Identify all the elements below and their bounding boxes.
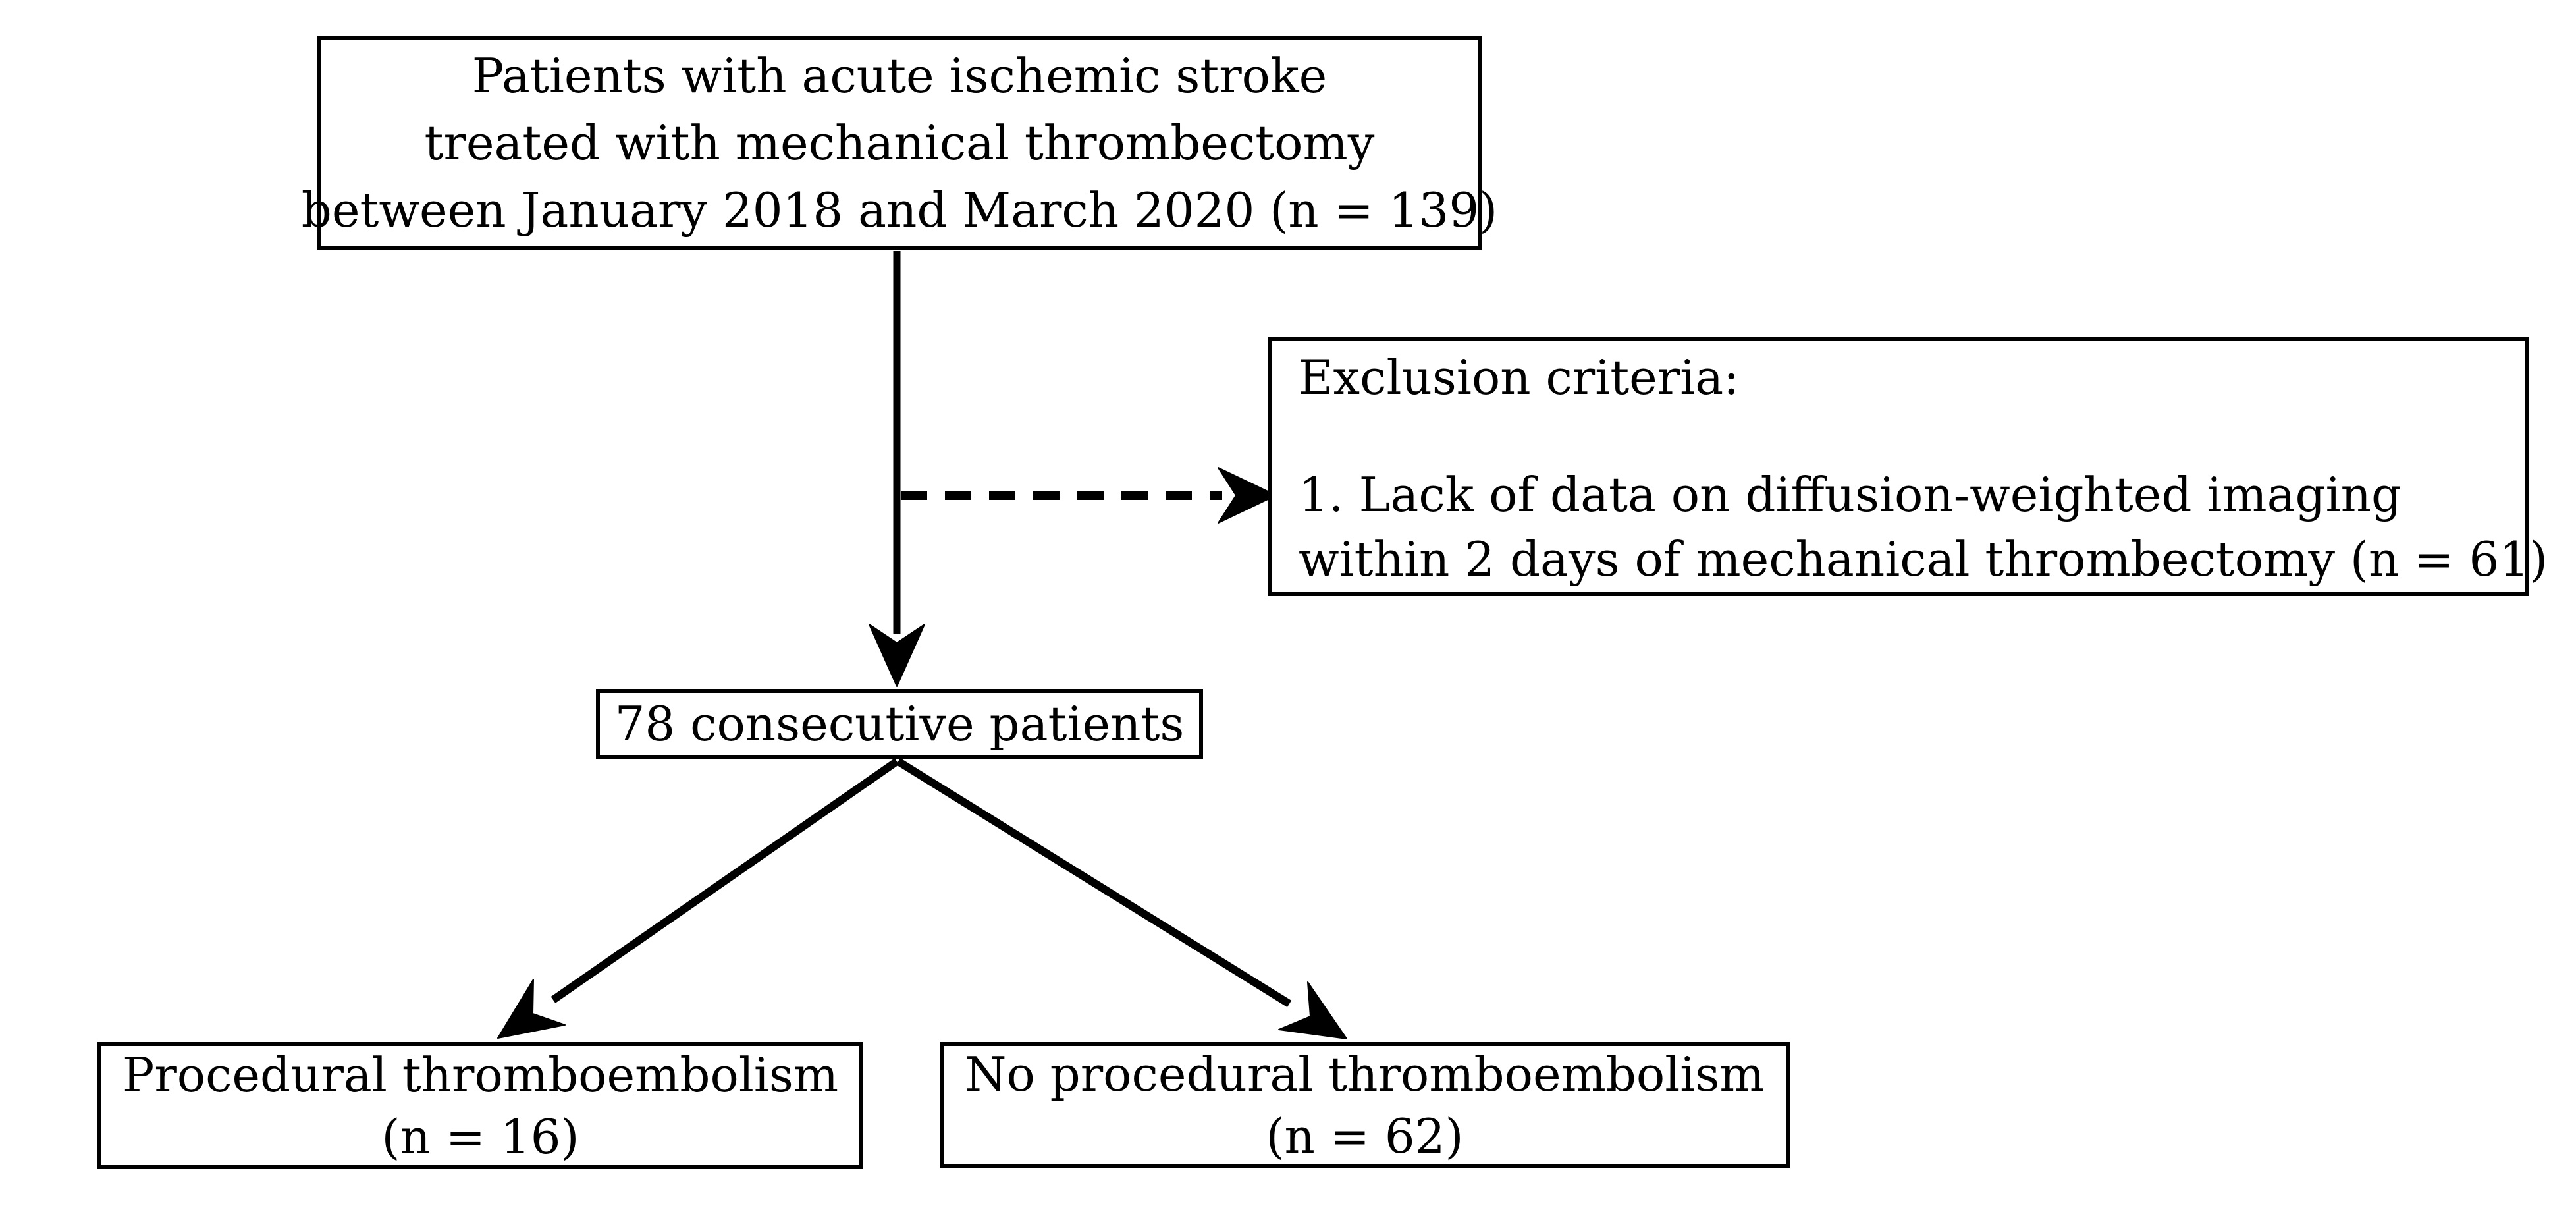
exclusion-criteria-box: Exclusion criteria: 1. Lack of data on d… xyxy=(1268,337,2548,596)
consecutive-patients-box: 78 consecutive patients xyxy=(596,689,1203,759)
exclusion-title: Exclusion criteria: xyxy=(1299,350,1740,405)
outcome-left-line-1: Procedural thromboembolism xyxy=(122,1047,839,1103)
procedural-thromboembolism-box: Procedural thromboembolism (n = 16) xyxy=(97,1042,863,1169)
exclusion-item-line-2: within 2 days of mechanical thrombectomy… xyxy=(1299,532,2548,587)
no-procedural-thromboembolism-box: No procedural thromboembolism (n = 62) xyxy=(940,1042,1790,1168)
enrollment-line-2: treated with mechanical thrombectomy xyxy=(424,115,1375,171)
outcome-right-line-2: (n = 62) xyxy=(1266,1108,1464,1164)
enrollment-line-1: Patients with acute ischemic stroke xyxy=(471,48,1328,103)
exclusion-dashed-arrow xyxy=(901,467,1277,524)
exclusion-item-line-1: 1. Lack of data on diffusion-weighted im… xyxy=(1299,467,2402,522)
exclusion-spacer xyxy=(1299,410,2513,462)
left-branch-arrow xyxy=(497,758,899,1039)
enrollment-box: Patients with acute ischemic stroke trea… xyxy=(302,36,1497,250)
consecutive-patients-label: 78 consecutive patients xyxy=(614,696,1185,752)
enrollment-line-3: between January 2018 and March 2020 (n =… xyxy=(301,182,1498,238)
right-branch-arrow xyxy=(896,758,1347,1039)
outcome-right-line-1: No procedural thromboembolism xyxy=(965,1046,1765,1102)
outcome-left-line-2: (n = 16) xyxy=(381,1109,579,1165)
down-arrow xyxy=(869,251,925,687)
